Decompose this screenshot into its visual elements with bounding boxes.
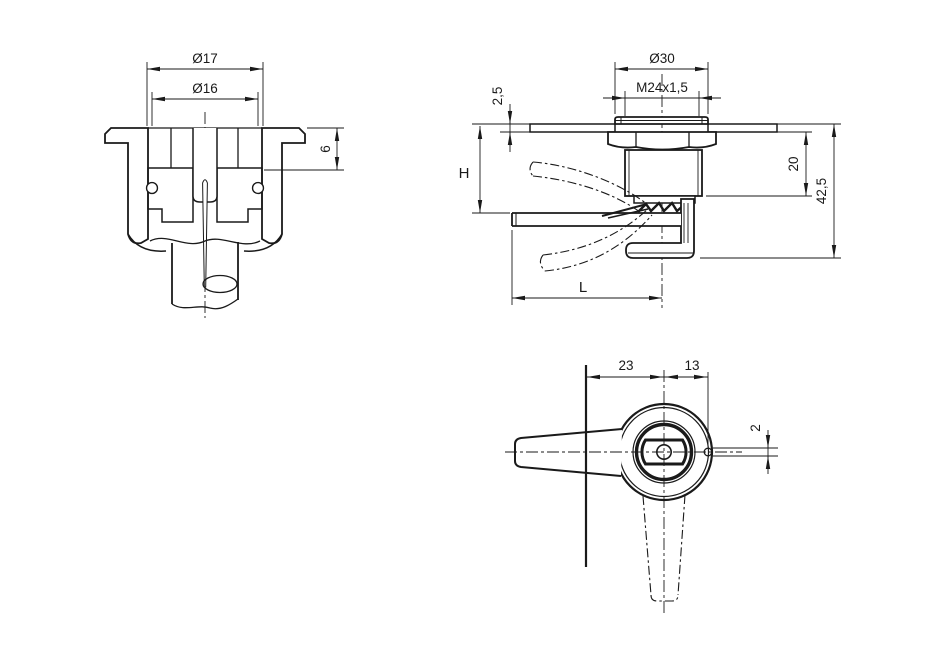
dim-depth6: 6 bbox=[264, 127, 344, 171]
dim-label-grip-height: H bbox=[459, 165, 470, 182]
dim-thread: M24x1,5 bbox=[603, 80, 721, 116]
clamp-bracket bbox=[625, 198, 695, 259]
side-view: Ø30 M24x1,5 2,5 H 20 bbox=[459, 51, 841, 308]
dim-arm-length: L bbox=[511, 230, 662, 305]
phantom-handle-up bbox=[529, 161, 648, 213]
flange-housing-left bbox=[104, 127, 149, 245]
break-line-lower bbox=[171, 298, 239, 310]
cam-wedge-upper bbox=[601, 203, 648, 217]
cam-wedge-lower bbox=[607, 208, 649, 219]
dim-label-d30: Ø30 bbox=[649, 51, 675, 66]
index-hole bbox=[703, 447, 713, 457]
cam-slot bbox=[640, 438, 688, 466]
dim-offsets: 23 13 bbox=[586, 358, 709, 447]
center-pin bbox=[202, 179, 208, 288]
dim-label-depth6: 6 bbox=[318, 145, 333, 153]
insert-bushing-left bbox=[147, 167, 194, 223]
o-ring-right-hatch bbox=[252, 182, 264, 194]
shaft-break-ellipse bbox=[202, 274, 238, 294]
insert-bushing-right bbox=[216, 167, 263, 223]
dim-label-offset-right: 13 bbox=[684, 358, 699, 373]
front-view: 23 13 2 bbox=[505, 358, 778, 615]
cylinder-body bbox=[624, 149, 703, 197]
mounting-panel-left bbox=[529, 123, 616, 133]
dim-label-d17: Ø17 bbox=[192, 51, 218, 66]
hex-nut bbox=[607, 131, 717, 151]
latch-arm bbox=[511, 212, 681, 227]
dim-label-body-length: 20 bbox=[786, 156, 801, 171]
dim-label-offset-left: 23 bbox=[618, 358, 633, 373]
o-ring-left-hatch bbox=[146, 182, 158, 194]
break-line-upper bbox=[149, 237, 261, 245]
dim-label-hole: 2 bbox=[748, 424, 763, 432]
dim-hole: 2 bbox=[713, 424, 778, 474]
dim-label-overall-length: 42,5 bbox=[814, 178, 829, 204]
section-view: Ø17 Ø16 6 bbox=[104, 51, 344, 318]
skirt-left bbox=[127, 233, 167, 252]
phantom-handle-down-front bbox=[642, 494, 686, 602]
dim-body-length: 20 bbox=[706, 132, 812, 197]
wing-handle bbox=[514, 428, 623, 477]
flange-housing-right bbox=[261, 127, 306, 245]
mounting-panel-right bbox=[707, 123, 778, 133]
skirt-right bbox=[243, 233, 283, 252]
dim-grip-height: H bbox=[459, 126, 510, 214]
dim-d17: Ø17 bbox=[146, 51, 264, 126]
dim-panel-thickness: 2,5 bbox=[490, 87, 513, 152]
dim-label-panel-thickness: 2,5 bbox=[490, 87, 505, 106]
dim-label-arm-length: L bbox=[579, 279, 587, 296]
latch-arm-fill bbox=[512, 213, 681, 226]
dim-label-thread: M24x1,5 bbox=[636, 80, 688, 95]
dim-d30: Ø30 bbox=[614, 51, 709, 114]
spring-seat bbox=[633, 195, 696, 204]
phantom-handle-down bbox=[539, 208, 653, 272]
wing-handle-fill bbox=[515, 429, 622, 476]
dim-label-d16: Ø16 bbox=[192, 81, 218, 96]
dim-d16: Ø16 bbox=[151, 81, 259, 126]
compression-spring bbox=[637, 201, 686, 213]
dim-overall-length: 42,5 bbox=[700, 124, 841, 259]
